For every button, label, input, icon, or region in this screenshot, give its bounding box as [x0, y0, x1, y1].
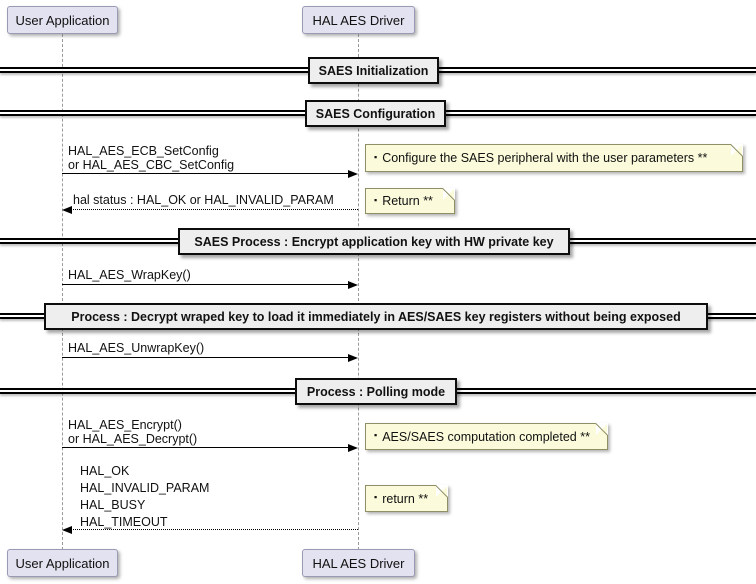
divider-label: Process : Decrypt wraped key to load it … — [71, 309, 681, 324]
participant-hal-aes-driver-top: HAL AES Driver — [302, 6, 415, 34]
arrowhead-left-icon — [62, 526, 72, 534]
participant-label: User Application — [15, 555, 110, 571]
divider-saes-initialization: SAES Initialization — [308, 57, 439, 84]
divider-polling-mode: Process : Polling mode — [295, 378, 457, 405]
message-halstatus-label: hal status : HAL_OK or HAL_INVALID_PARAM — [73, 193, 334, 207]
message-status-arrow — [66, 529, 358, 530]
message-unwrapkey-label: HAL_AES_UnwrapKey() — [68, 341, 205, 355]
divider-process-decrypt: Process : Decrypt wraped key to load it … — [44, 303, 708, 330]
note-fold-icon — [731, 144, 743, 156]
note-text: return ** — [382, 491, 429, 506]
note-configure-saes: ▪ Configure the SAES peripheral with the… — [365, 144, 743, 172]
square-bullet-icon: ▪ — [374, 151, 378, 162]
arrowhead-right-icon — [348, 170, 358, 178]
arrowhead-right-icon — [348, 354, 358, 362]
arrowhead-left-icon — [62, 206, 72, 214]
lifeline-hal-aes-driver — [358, 34, 359, 550]
message-encrypt-label: HAL_AES_Encrypt() or HAL_AES_Decrypt() — [68, 418, 198, 446]
note-text: Configure the SAES peripheral with the u… — [382, 151, 708, 165]
note-fold-icon — [596, 423, 608, 435]
message-setconfig-arrow — [62, 173, 350, 174]
square-bullet-icon: ▪ — [374, 194, 378, 205]
message-encrypt-arrow — [62, 447, 350, 448]
participant-label: User Application — [15, 12, 110, 28]
note-text: AES/SAES computation completed ** — [382, 429, 590, 444]
note-computation-completed: ▪ AES/SAES computation completed ** — [365, 423, 608, 450]
note-fold-icon — [436, 485, 448, 497]
participant-hal-aes-driver-bottom: HAL AES Driver — [302, 549, 415, 577]
lifeline-user-application — [62, 34, 63, 550]
note-return: ▪ Return ** — [365, 188, 455, 214]
divider-label: SAES Configuration — [315, 106, 436, 121]
message-setconfig-label: HAL_AES_ECB_SetConfig or HAL_AES_CBC_Set… — [68, 144, 235, 172]
arrowhead-right-icon — [348, 444, 358, 452]
note-fold-icon — [443, 188, 455, 200]
divider-saes-process: SAES Process : Encrypt application key w… — [178, 228, 570, 255]
divider-label: Process : Polling mode — [306, 384, 446, 399]
message-wrapkey-arrow — [62, 284, 350, 285]
message-status-label: HAL_OK HAL_INVALID_PARAM HAL_BUSY HAL_TI… — [80, 464, 210, 529]
note-text: Return ** — [382, 194, 433, 208]
participant-user-application-top: User Application — [7, 6, 118, 34]
divider-saes-configuration: SAES Configuration — [305, 100, 446, 127]
divider-label: SAES Initialization — [318, 63, 429, 78]
participant-label: HAL AES Driver — [312, 555, 405, 571]
message-wrapkey-label: HAL_AES_WrapKey() — [68, 268, 191, 282]
divider-label: SAES Process : Encrypt application key w… — [194, 234, 554, 249]
arrowhead-right-icon — [348, 281, 358, 289]
participant-user-application-bottom: User Application — [7, 549, 118, 577]
participant-label: HAL AES Driver — [312, 12, 405, 28]
message-halstatus-arrow — [66, 209, 358, 210]
note-return-lower: ▪ return ** — [365, 485, 448, 512]
square-bullet-icon: ▪ — [374, 492, 378, 502]
square-bullet-icon: ▪ — [374, 430, 378, 440]
message-unwrapkey-arrow — [62, 357, 350, 358]
